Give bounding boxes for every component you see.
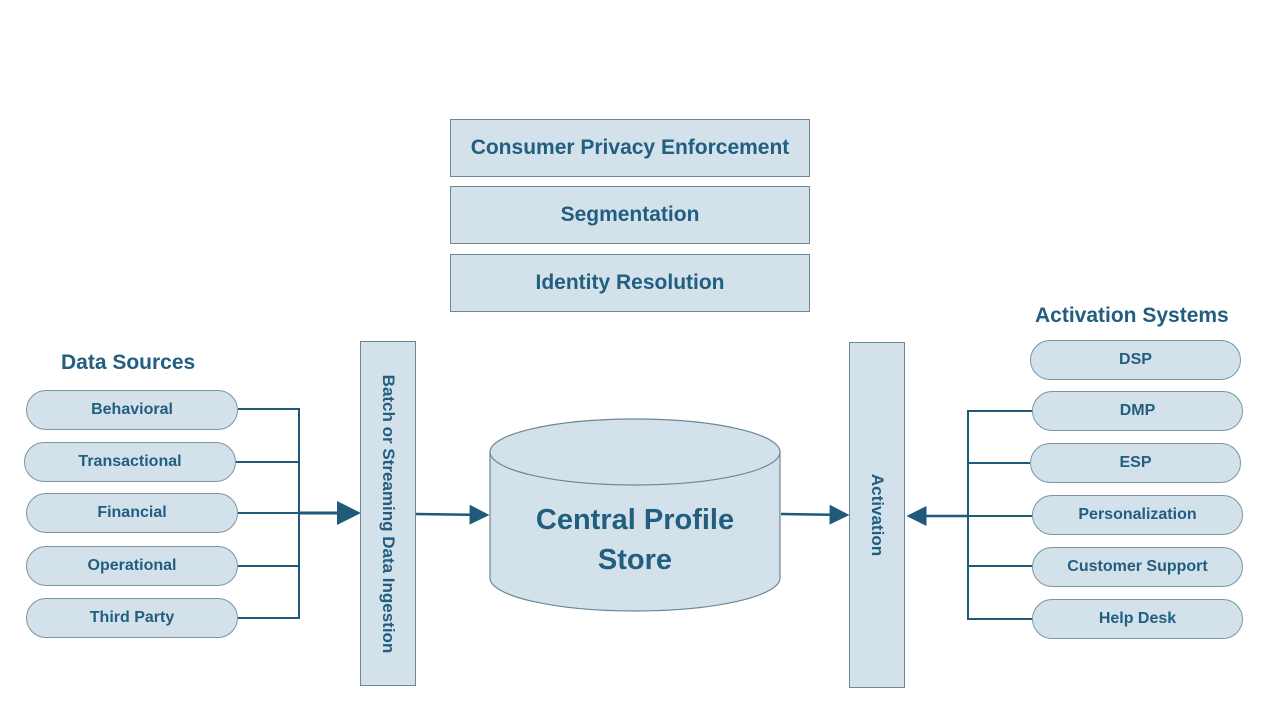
activation-label: Activation (868, 473, 887, 557)
system-dsp: DSP (1030, 340, 1241, 380)
layer-label: Identity Resolution (535, 271, 725, 294)
source-label: Behavioral (91, 401, 173, 418)
source-transactional: Transactional (24, 442, 236, 482)
arrow-to-store (415, 504, 490, 525)
source-label: Transactional (78, 453, 182, 470)
system-label: DMP (1119, 402, 1156, 419)
store-label-line1: Central Profile (535, 504, 735, 536)
system-label: Customer Support (1067, 558, 1208, 575)
system-label: DSP (1119, 351, 1152, 368)
source-third-party: Third Party (26, 598, 238, 638)
store-label-line2: Store (597, 544, 673, 576)
activation-systems-heading: Activation Systems (1035, 304, 1229, 327)
source-label: Third Party (89, 609, 175, 626)
arrow-to-activation (780, 504, 850, 525)
ingestion-bar: Batch or Streaming Data Ingestion (360, 341, 416, 686)
source-behavioral: Behavioral (26, 390, 238, 430)
system-label: Personalization (1078, 506, 1197, 523)
system-help-desk: Help Desk (1032, 599, 1243, 639)
layer-label: Consumer Privacy Enforcement (470, 136, 790, 159)
activation-bar: Activation (849, 342, 905, 688)
source-financial: Financial (26, 493, 238, 533)
system-esp: ESP (1030, 443, 1241, 483)
system-label: Help Desk (1098, 610, 1177, 627)
system-label: ESP (1119, 454, 1152, 471)
system-customer-support: Customer Support (1032, 547, 1243, 587)
layer-consumer-privacy-enforcement: Consumer Privacy Enforcement (450, 119, 810, 177)
system-dmp: DMP (1032, 391, 1243, 431)
source-label: Financial (97, 504, 167, 521)
layer-label: Segmentation (560, 203, 700, 226)
central-profile-store-label: Central Profile Store (490, 500, 780, 580)
layer-identity-resolution: Identity Resolution (450, 254, 810, 312)
source-operational: Operational (26, 546, 238, 586)
source-label: Operational (87, 557, 177, 574)
system-personalization: Personalization (1032, 495, 1243, 535)
layer-segmentation: Segmentation (450, 186, 810, 244)
data-sources-heading: Data Sources (61, 351, 196, 374)
